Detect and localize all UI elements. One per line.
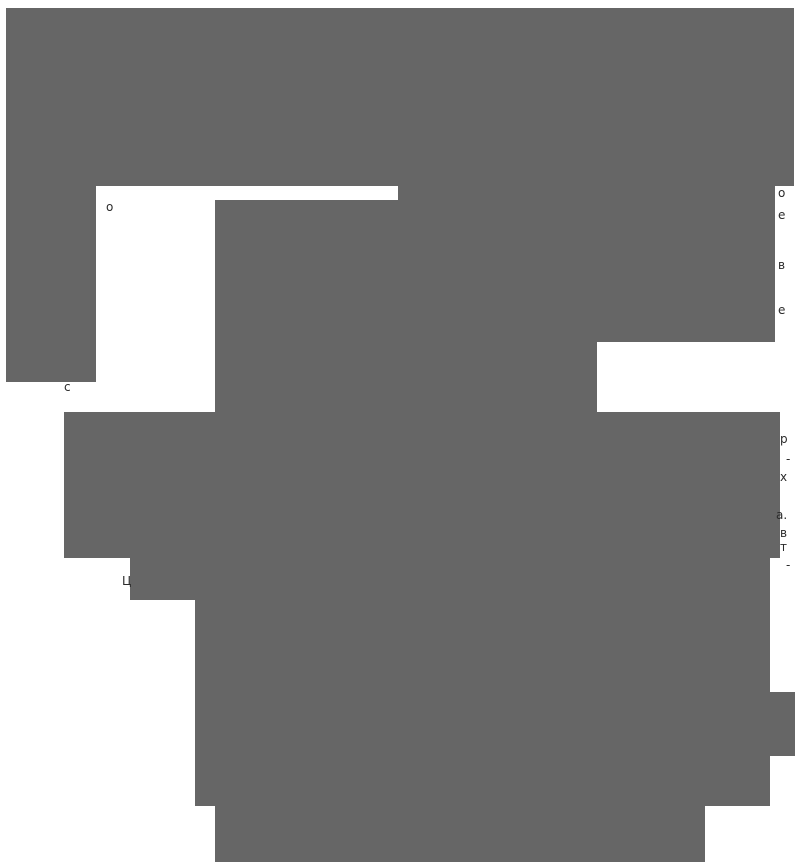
text-fragment: р	[780, 432, 788, 446]
text-fragment: о	[106, 200, 114, 214]
text-fragment: в	[778, 258, 786, 272]
text-fragment: -	[786, 558, 791, 572]
content-block-lower-mass	[195, 600, 770, 692]
text-fragment: о	[778, 186, 786, 200]
content-block-bottom-mass	[195, 756, 770, 806]
text-fragment: а.	[776, 508, 788, 522]
content-block-lower-wide	[195, 692, 795, 756]
text-fragment: -	[786, 452, 791, 466]
content-block-lower-strip	[130, 558, 770, 600]
content-block-bottom-foot	[215, 806, 705, 862]
content-block-mid-left	[215, 342, 597, 412]
content-block-top-banner	[6, 8, 794, 186]
content-block-upper-right-strip	[398, 186, 775, 202]
text-fragment: е	[778, 303, 786, 317]
text-fragment: с	[64, 380, 71, 394]
text-fragment: в	[780, 526, 788, 540]
content-block-upper-middle	[215, 200, 775, 342]
text-fragment: т	[780, 540, 787, 554]
text-fragment: Ц	[122, 574, 132, 588]
content-block-wide-middle	[64, 412, 780, 558]
text-fragment: е	[778, 208, 786, 222]
content-block-left-column	[6, 186, 96, 382]
text-fragment: х	[780, 470, 788, 484]
